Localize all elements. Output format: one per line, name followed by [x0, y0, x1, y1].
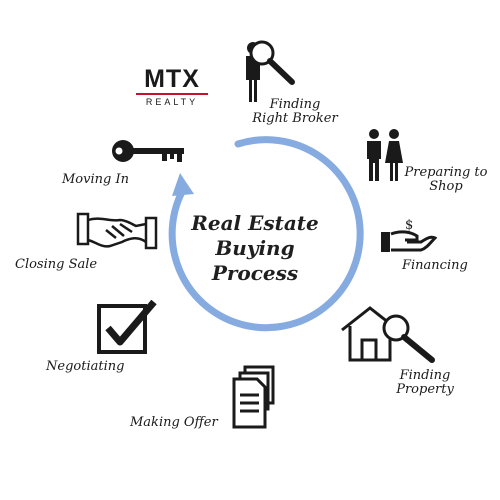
- step-label: Preparing to: [404, 165, 488, 180]
- broker-magnifier-icon: [246, 40, 295, 102]
- dollar-glyph: $: [405, 218, 413, 233]
- logo-text: MTX: [144, 65, 200, 93]
- step-label: Negotiating: [46, 359, 125, 374]
- step-label: Financing: [402, 258, 468, 273]
- step-label: Finding: [399, 368, 451, 383]
- step-moving-in: Moving In: [62, 173, 129, 187]
- center-title-line1: Real Estate: [191, 211, 319, 235]
- logo-subtext: REALTY: [145, 97, 199, 107]
- step-financing: Financing: [402, 259, 468, 273]
- step-label: Making Offer: [130, 415, 218, 430]
- key-icon: [112, 140, 184, 162]
- couple-icon: [367, 129, 403, 181]
- step-label: Finding: [269, 97, 321, 112]
- step-label: Property: [396, 382, 454, 397]
- step-finding-right-broker: Finding Right Broker: [240, 98, 350, 126]
- logo-bar: [136, 93, 208, 95]
- documents-icon: [232, 365, 275, 429]
- step-making-offer: Making Offer: [130, 416, 218, 430]
- center-title: Real Estate Buying Process: [160, 211, 350, 286]
- step-label: Closing Sale: [15, 257, 98, 272]
- step-negotiating: Negotiating: [46, 360, 124, 374]
- center-title-line3: Process: [211, 261, 299, 285]
- step-label: Right Broker: [252, 111, 338, 126]
- hand-money-icon: $: [381, 218, 437, 252]
- step-finding-property: Finding Property: [380, 369, 470, 397]
- step-preparing-to-shop: Preparing to Shop: [400, 166, 492, 194]
- step-label: Shop: [429, 179, 463, 194]
- handshake-icon: [76, 212, 158, 250]
- mtx-realty-logo: MTX REALTY: [132, 66, 212, 110]
- step-label: Moving In: [62, 172, 129, 187]
- checkbox-icon: [97, 299, 157, 354]
- house-magnifier-icon: [341, 306, 435, 363]
- center-title-line2: Buying: [215, 236, 295, 260]
- step-closing-sale: Closing Sale: [15, 258, 97, 272]
